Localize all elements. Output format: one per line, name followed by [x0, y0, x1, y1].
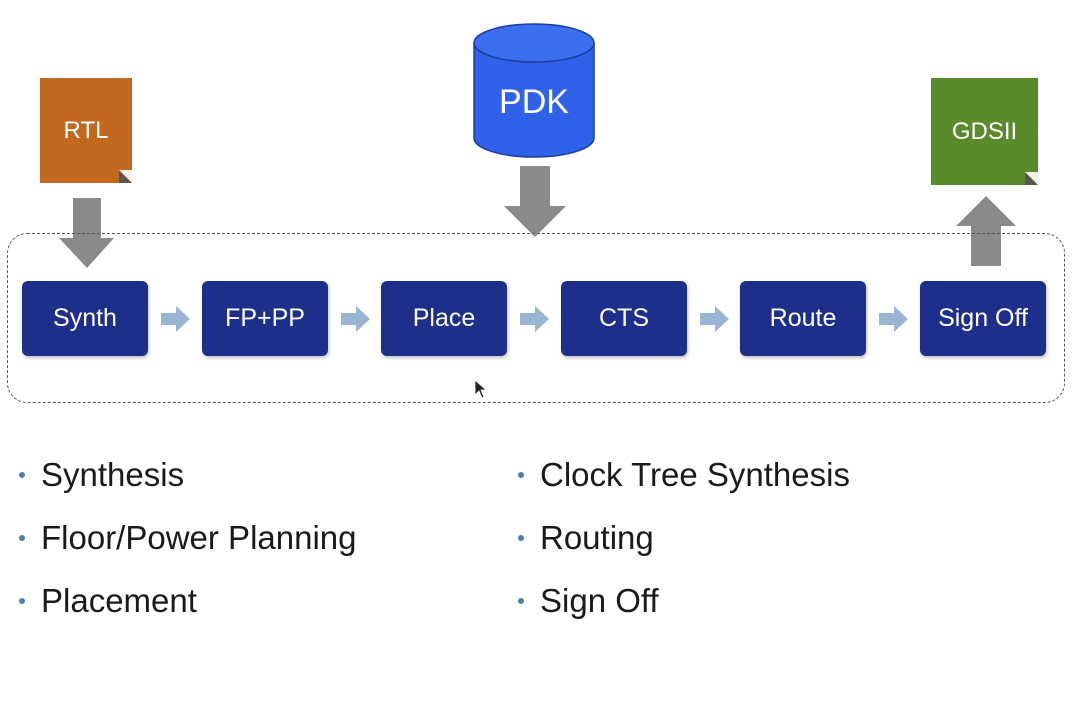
gdsii-up-arrow	[956, 196, 1016, 266]
list-item: Floor/Power Planning	[19, 515, 357, 578]
list-item-label: Floor/Power Planning	[41, 519, 357, 556]
list-item-label: Sign Off	[540, 582, 659, 619]
stage-synth: Synth	[22, 281, 148, 356]
list-item: Sign Off	[518, 578, 850, 641]
stage-label: Route	[769, 304, 837, 332]
legend-list-left: Synthesis Floor/Power Planning Placement	[19, 452, 357, 641]
stage-label: CTS	[599, 304, 649, 332]
stage-sign-off: Sign Off	[920, 281, 1046, 356]
list-item: Routing	[518, 515, 850, 578]
mouse-cursor-icon	[474, 379, 488, 399]
stage-route: Route	[740, 281, 866, 356]
list-item-label: Clock Tree Synthesis	[540, 456, 850, 493]
stage-label: Synth	[53, 304, 117, 332]
flow-boundary	[7, 233, 1065, 403]
bullet-icon	[19, 472, 25, 478]
bullet-icon	[518, 472, 524, 478]
stage-arrow-icon	[341, 306, 370, 332]
stage-place: Place	[381, 281, 507, 356]
list-item-label: Routing	[540, 519, 654, 556]
legend-list-right: Clock Tree Synthesis Routing Sign Off	[518, 452, 850, 641]
list-item-label: Placement	[41, 582, 197, 619]
stage-arrow-icon	[161, 306, 190, 332]
rtl-label: RTL	[63, 116, 109, 144]
stage-arrow-icon	[700, 306, 729, 332]
list-item: Synthesis	[19, 452, 357, 515]
gdsii-label: GDSII	[951, 117, 1018, 145]
rtl-document: RTL	[40, 78, 132, 183]
pdk-database-icon	[473, 23, 595, 158]
list-item: Placement	[19, 578, 357, 641]
list-item: Clock Tree Synthesis	[518, 452, 850, 515]
pdk-down-arrow	[504, 166, 566, 237]
bullet-icon	[518, 598, 524, 604]
pdk-label: PDK	[499, 83, 569, 121]
bullet-icon	[518, 535, 524, 541]
bullet-icon	[19, 598, 25, 604]
stage-cts: CTS	[561, 281, 687, 356]
bullet-icon	[19, 535, 25, 541]
stage-label: FP+PP	[225, 304, 305, 332]
gdsii-document: GDSII	[931, 78, 1038, 185]
stage-arrow-icon	[879, 306, 908, 332]
stage-arrow-icon	[520, 306, 549, 332]
stage-fp-pp: FP+PP	[202, 281, 328, 356]
stage-label: Place	[412, 304, 476, 332]
stage-label: Sign Off	[938, 304, 1028, 332]
list-item-label: Synthesis	[41, 456, 185, 493]
